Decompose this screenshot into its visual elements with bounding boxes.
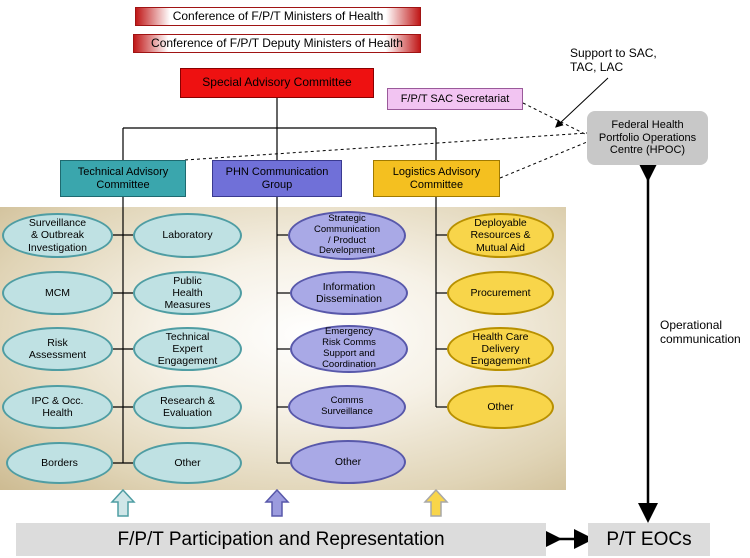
- oval-text: Assessment: [28, 349, 87, 361]
- operational-label: Operational communication: [660, 318, 750, 347]
- phn-communication-group: PHN Communication Group: [212, 160, 342, 197]
- oval-text: Mutual Aid: [475, 241, 526, 254]
- oval-text: Health: [172, 286, 203, 299]
- oval-laboratory: Laboratory: [133, 213, 242, 258]
- secretariat-label: F/P/T SAC Secretariat: [400, 92, 510, 105]
- sac-secretariat: F/P/T SAC Secretariat: [387, 88, 523, 110]
- oval-text: Dissemination: [316, 293, 382, 305]
- oval-text: Engagement: [470, 355, 531, 368]
- oval-text: MCM: [44, 286, 71, 299]
- support-note-line: Support to SAC,: [570, 46, 657, 60]
- oval-procurement: Procurement: [447, 271, 554, 315]
- oval-text: Public: [173, 274, 202, 287]
- oval-text: Surveillance: [28, 217, 87, 230]
- oval-text: Delivery: [481, 342, 520, 355]
- tac-label: Committee: [96, 178, 150, 191]
- hpoc-line: Federal Health: [611, 119, 684, 132]
- oval-text: Risk Comms: [322, 337, 376, 349]
- oval-text: Surveillance: [321, 406, 373, 417]
- oval-text: Comms: [330, 395, 364, 407]
- oval-text: Emergency: [324, 326, 374, 338]
- support-arrow: [555, 77, 609, 128]
- ministers-label: Conference of F/P/T Ministers of Health: [172, 8, 384, 23]
- deputy-ministers-conference: Conference of F/P/T Deputy Ministers of …: [133, 34, 421, 53]
- oval-text: Strategic: [328, 212, 366, 224]
- hpoc-link-lac: [499, 141, 588, 179]
- oval-text: Coordination: [322, 358, 376, 370]
- pt-eocs-bar: P/T EOCs: [588, 523, 710, 556]
- special-advisory-committee: Special Advisory Committee: [180, 68, 374, 98]
- hpoc-box: Federal Health Portfolio Operations Cent…: [587, 111, 708, 165]
- oval-tac-other: Other: [133, 442, 242, 484]
- hpoc-link-secretariat: [522, 102, 588, 136]
- hpoc-line: Centre (HPOC): [609, 144, 686, 157]
- oval-text: Evaluation: [162, 407, 213, 419]
- oval-text: Information: [322, 280, 376, 293]
- oval-phn-other: Other: [290, 440, 406, 484]
- sac-label: Special Advisory Committee: [202, 75, 352, 90]
- oval-text: Borders: [41, 456, 78, 469]
- hpoc-line: Portfolio Operations: [598, 131, 697, 144]
- oval-text: Resources &: [470, 229, 531, 242]
- oval-text: Development: [319, 245, 375, 257]
- operational-line: Operational: [660, 318, 723, 332]
- oval-ipc: IPC & Occ.Health: [2, 385, 113, 429]
- eocs-label: P/T EOCs: [606, 528, 692, 550]
- oval-text: Laboratory: [162, 229, 213, 242]
- oval-text: Other: [174, 456, 201, 469]
- oval-lac-other: Other: [447, 385, 554, 429]
- oval-text: Support and: [323, 348, 375, 359]
- oval-text: Research &: [160, 394, 215, 407]
- oval-text: Risk: [47, 336, 68, 349]
- oval-text: Technical: [165, 330, 210, 343]
- participation-label: F/P/T Participation and Representation: [117, 528, 445, 550]
- oval-text: Investigation: [28, 241, 87, 254]
- tac-label: Technical Advisory: [77, 165, 169, 178]
- oval-text: & Outbreak: [30, 229, 85, 242]
- oval-text: Communication: [314, 223, 380, 235]
- logistics-advisory-committee: Logistics Advisory Committee: [373, 160, 500, 197]
- oval-mcm: MCM: [2, 271, 113, 315]
- ministers-conference: Conference of F/P/T Ministers of Health: [135, 7, 421, 26]
- participation-bar: F/P/T Participation and Representation: [16, 523, 546, 556]
- phn-label: PHN Communication: [225, 165, 329, 178]
- operational-line: communication: [660, 332, 741, 347]
- phn-label: Group: [261, 178, 293, 191]
- oval-text: / Product: [327, 234, 367, 246]
- support-note-line: TAC, LAC: [570, 60, 624, 75]
- oval-text: Measures: [164, 299, 211, 312]
- oval-text: Expert: [172, 342, 203, 355]
- lac-label: Committee: [409, 178, 464, 191]
- oval-text: Health: [42, 407, 73, 419]
- oval-text: Health Care: [472, 330, 529, 343]
- oval-borders: Borders: [6, 442, 113, 484]
- support-note: Support to SAC, TAC, LAC: [570, 46, 680, 75]
- oval-text: Procurement: [470, 286, 531, 299]
- technical-advisory-committee: Technical Advisory Committee: [60, 160, 186, 197]
- oval-research-evaluation: Research &Evaluation: [133, 385, 242, 429]
- oval-text: Engagement: [157, 355, 218, 368]
- deputy-label: Conference of F/P/T Deputy Ministers of …: [151, 35, 403, 50]
- oval-text: Other: [487, 400, 514, 413]
- lac-label: Logistics Advisory: [392, 165, 481, 178]
- oval-text: IPC & Occ.: [31, 394, 84, 407]
- hpoc-link-tac: [184, 132, 588, 161]
- oval-text: Other: [334, 455, 362, 468]
- oval-text: Deployable: [474, 217, 527, 230]
